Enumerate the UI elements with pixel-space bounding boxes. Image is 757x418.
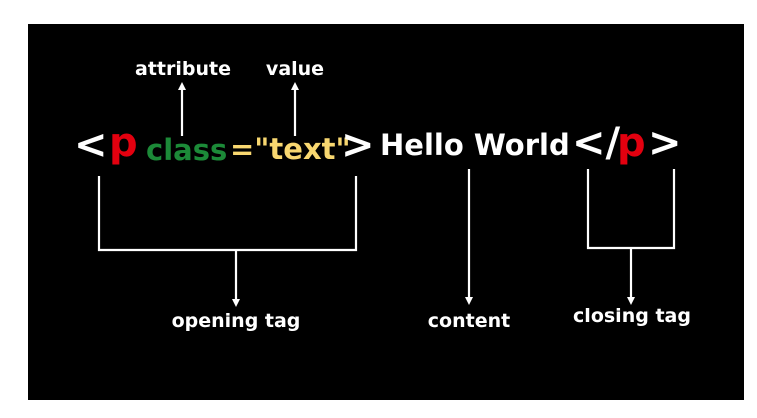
- connector-lines: [97, 82, 676, 307]
- closing-tag-open: </: [572, 120, 621, 166]
- attribute-name: class: [146, 133, 228, 167]
- diagram-canvas: attribute value < p class ="text" > Hell…: [28, 24, 744, 400]
- element-content: Hello World: [380, 128, 570, 162]
- close-angle-bracket: >: [341, 122, 375, 168]
- closing-tag-close: >: [648, 120, 682, 166]
- open-angle-bracket: <: [74, 122, 108, 168]
- closing-tag-name: p: [617, 120, 646, 166]
- value-label: value: [265, 58, 325, 80]
- opening-tag-label: opening tag: [171, 310, 301, 332]
- attribute-label: attribute: [135, 58, 231, 80]
- opening-tag-bracket: [97, 176, 358, 252]
- content-label: content: [427, 310, 511, 332]
- attribute-value: ="text": [230, 132, 351, 166]
- closing-tag-label: closing tag: [573, 305, 691, 327]
- closing-tag-bracket: [586, 169, 676, 250]
- opening-tag-name: p: [109, 120, 138, 166]
